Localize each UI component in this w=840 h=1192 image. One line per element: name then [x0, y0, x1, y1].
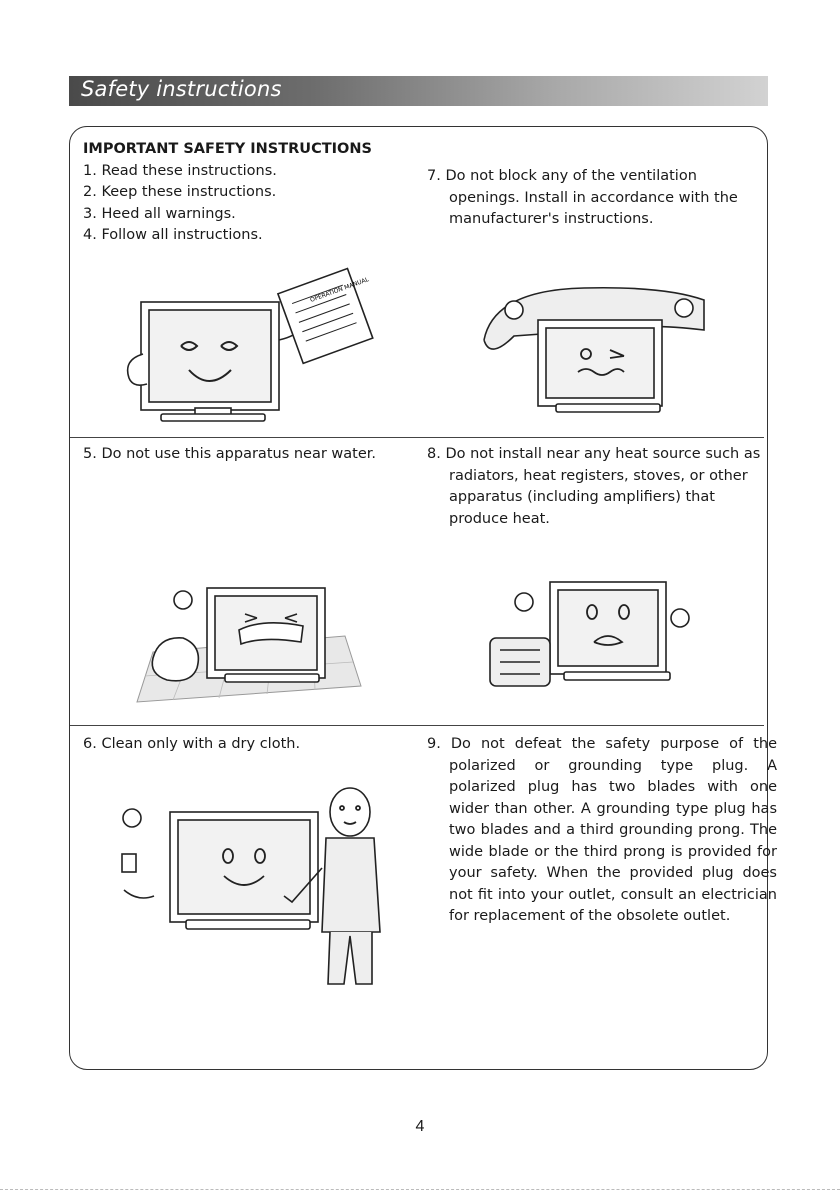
important-heading: IMPORTANT SAFETY INSTRUCTIONS — [83, 141, 372, 157]
instruction-1: 1. Read these instructions. — [83, 162, 277, 179]
section-header: Safety instructions — [69, 76, 768, 106]
instruction-6: 6. Clean only with a dry cloth. — [83, 736, 301, 752]
instruction-2: 2. Keep these instructions. — [83, 184, 277, 200]
left-top-block: IMPORTANT SAFETY INSTRUCTIONS 1. Read th… — [83, 139, 403, 247]
tv-heater-illustration — [489, 581, 690, 687]
tv-covered-illustration — [483, 286, 705, 413]
tv-cleaning-illustration — [121, 787, 381, 985]
instruction-5: 5. Do not use this apparatus near water. — [83, 446, 377, 462]
instruction-9: 9. Do not defeat the safety purpose of t… — [427, 736, 777, 924]
tv-reading-manual-illustration: OPERATION MANUAL — [126, 267, 374, 422]
bottom-dashed-line — [0, 1189, 840, 1190]
section-title: Safety instructions — [81, 77, 282, 101]
row-divider-1 — [70, 437, 764, 438]
instruction-7: 7. Do not block any of the ventilation o… — [427, 168, 738, 227]
row-divider-2 — [70, 725, 764, 726]
instruction-4: 4. Follow all instructions. — [83, 227, 263, 243]
instruction-8: 8. Do not install near any heat source s… — [427, 446, 761, 527]
instructions-panel — [69, 126, 768, 1070]
page-number: 4 — [415, 1118, 425, 1135]
tv-water-illustration — [136, 587, 362, 703]
instruction-3: 3. Heed all warnings. — [83, 205, 236, 222]
